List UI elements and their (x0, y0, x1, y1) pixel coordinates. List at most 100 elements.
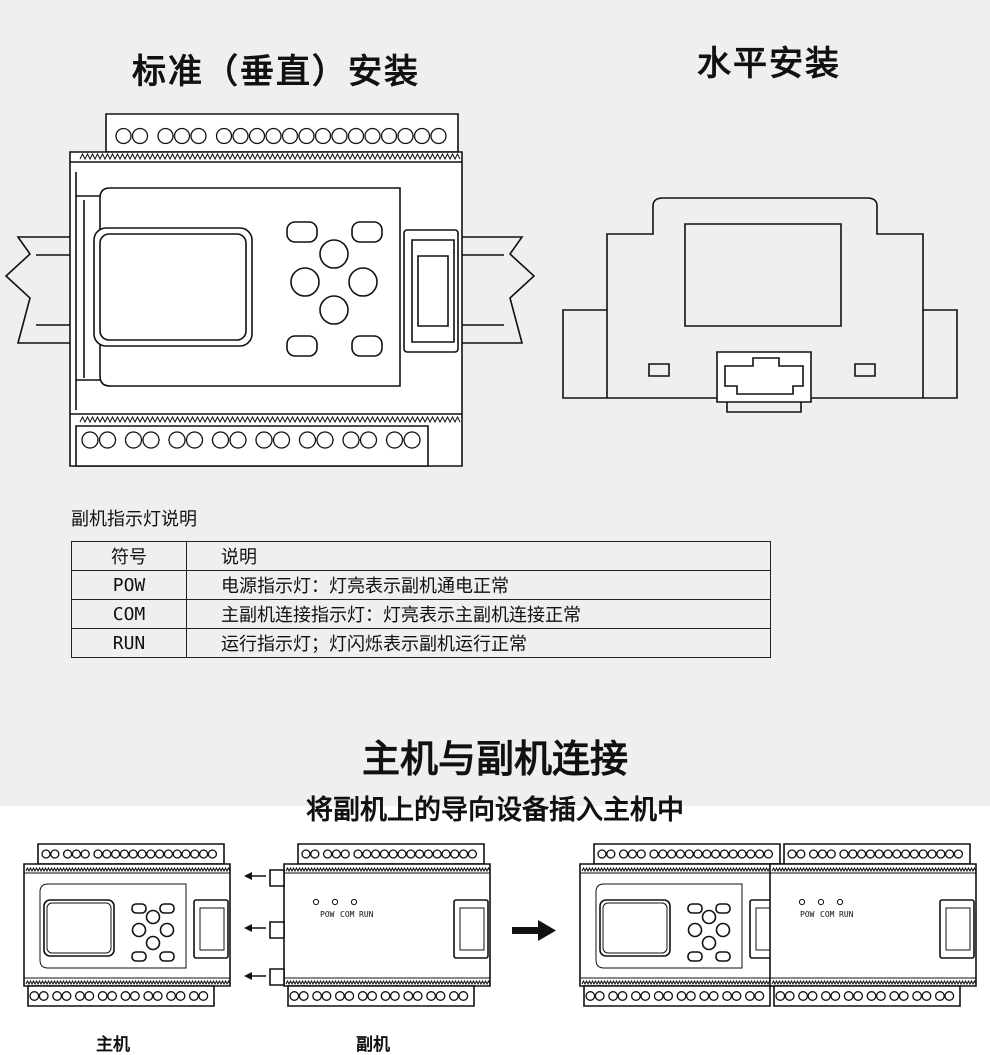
terminal-screw (85, 992, 94, 1001)
terminal-screw (442, 850, 450, 858)
main-unit-caption: 主机 (96, 1035, 130, 1055)
left-arrow-icon (244, 972, 266, 980)
terminal-screw (120, 850, 128, 858)
terminal-screw (217, 129, 232, 144)
terminal-screw (190, 992, 199, 1001)
terminal-screw (685, 850, 693, 858)
terminal-screw (849, 850, 857, 858)
terminal-screw (158, 129, 173, 144)
terminal-screw (343, 432, 359, 448)
connection-title: 主机与副机连接 (361, 737, 628, 781)
terminal-screw (391, 992, 400, 1001)
terminal-screw (175, 129, 190, 144)
led-label-pow: POW (320, 910, 335, 919)
terminal-screw (381, 992, 390, 1001)
standard-mount-title: 标准（垂直）安装 (132, 52, 420, 92)
terminal-screw (129, 850, 137, 858)
terminal-screw (694, 850, 702, 858)
sub-unit-small-connected (770, 844, 976, 1006)
terminal-screw (747, 850, 755, 858)
terminal-screw (368, 992, 377, 1001)
terminal-screw (100, 432, 116, 448)
terminal-screw (94, 850, 102, 858)
terminal-screw (213, 432, 229, 448)
terminal-screw (607, 850, 615, 858)
terminal-screw (191, 850, 199, 858)
terminal-screw (341, 850, 349, 858)
connection-subtitle: 将副机上的导向设备插入主机中 (306, 795, 684, 826)
terminal-screw (274, 432, 290, 448)
terminal-screw (451, 850, 459, 858)
terminal-screw (82, 432, 98, 448)
terminal-screw (322, 992, 331, 1001)
terminal-screw (290, 992, 299, 1001)
terminal-screw (822, 992, 831, 1001)
terminal-screw (641, 992, 650, 1001)
terminal-screw (250, 129, 265, 144)
terminal-screw (143, 432, 159, 448)
terminal-screw (182, 850, 190, 858)
terminal-screw (755, 992, 764, 1001)
terminal-screw (954, 850, 962, 858)
terminal-screw (910, 850, 918, 858)
led-label-run: RUN (359, 910, 374, 919)
terminal-screw (173, 850, 181, 858)
header-symbol: 符号 (71, 541, 187, 571)
terminal-screw (732, 992, 741, 1001)
terminal-screw (156, 850, 164, 858)
terminal-screw (413, 992, 422, 1001)
terminal-screw (586, 992, 595, 1001)
terminal-screw (637, 850, 645, 858)
terminal-screw (729, 850, 737, 858)
guide-pin (270, 969, 284, 985)
terminal-screw (332, 129, 347, 144)
right-arrow-icon (512, 920, 556, 941)
terminal-screw (598, 850, 606, 858)
terminal-screw (945, 992, 954, 1001)
terminal-screw (460, 850, 468, 858)
terminal-screw (703, 850, 711, 858)
terminal-screw (831, 992, 840, 1001)
terminal-screw (372, 850, 380, 858)
terminal-screw (382, 129, 397, 144)
terminal-screw (450, 992, 459, 1001)
terminal-screw (913, 992, 922, 1001)
terminal-screw (389, 850, 397, 858)
terminal-screw (407, 850, 415, 858)
row-symbol: POW (71, 570, 187, 600)
terminal-screw (416, 850, 424, 858)
terminal-screw (317, 432, 333, 448)
terminal-screw (746, 992, 755, 1001)
sub-unit-small (284, 844, 490, 1006)
terminal-screw (799, 992, 808, 1001)
terminal-screw (138, 850, 146, 858)
terminal-screw (299, 129, 314, 144)
terminal-screw (167, 992, 176, 1001)
terminal-screw (797, 850, 805, 858)
terminal-screw (946, 850, 954, 858)
terminal-screw (866, 850, 874, 858)
terminal-screw (884, 850, 892, 858)
terminal-screw (191, 129, 206, 144)
terminal-screw (632, 992, 641, 1001)
terminal-screw (844, 992, 853, 1001)
terminal-screw (687, 992, 696, 1001)
horizontal-mount-title: 水平安装 (697, 44, 841, 84)
terminal-screw (349, 129, 364, 144)
terminal-screw (365, 129, 380, 144)
terminal-screw (208, 850, 216, 858)
terminal-screw (723, 992, 732, 1001)
terminal-screw (902, 850, 910, 858)
terminal-screw (433, 850, 441, 858)
terminal-screw (98, 992, 107, 1001)
keypad (287, 222, 382, 356)
sub-unit-caption: 副机 (356, 1035, 390, 1055)
guide-pin (270, 922, 284, 938)
terminal-screw (300, 432, 316, 448)
terminal-screw (324, 850, 332, 858)
terminal-screw (922, 992, 931, 1001)
terminal-screw (424, 850, 432, 858)
terminal-screw (313, 992, 322, 1001)
terminal-screw (404, 432, 420, 448)
terminal-screw (53, 992, 62, 1001)
